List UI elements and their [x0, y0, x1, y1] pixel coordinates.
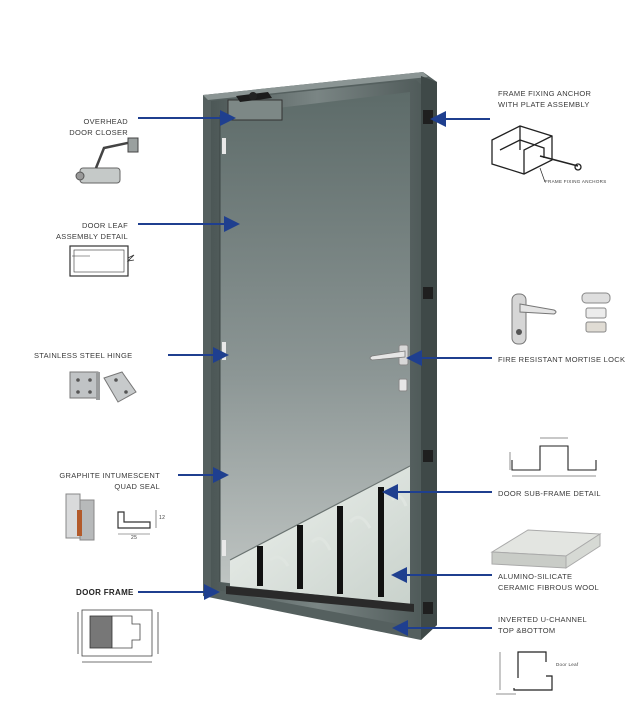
label-line: FRAME FIXING ANCHOR — [498, 89, 592, 98]
label-line: ALUMINO-SILICATE — [498, 572, 573, 581]
u-channel-drawing — [496, 651, 553, 695]
label-line: GRAPHITE INTUMESCENT — [59, 471, 160, 480]
label-line: CERAMIC FIBROUS WOOL — [498, 583, 600, 592]
label-line: DOOR FRAME — [76, 588, 134, 597]
label-line: DOOR LEAF — [81, 221, 128, 230]
label-line: ASSEMBLY DETAIL — [55, 232, 128, 241]
anchor-illustration — [491, 125, 582, 183]
label-ceramic-wool: ALUMINO-SILICATE CERAMIC FIBROUS WOOL — [498, 571, 599, 593]
label-door-frame: DOOR FRAME — [76, 587, 134, 598]
label-line: QUAD SEAL — [114, 482, 160, 491]
callout-anchors: FRAME FIXING ANCHORS — [545, 179, 607, 184]
label-line: STAINLESS STEEL HINGE — [34, 351, 133, 360]
ceramic-wool-illustration — [490, 529, 602, 569]
quad-seal-illustration — [65, 493, 157, 541]
label-door-leaf: DOOR LEAF ASSEMBLY DETAIL — [30, 220, 128, 242]
label-line: OVERHEAD — [83, 117, 128, 126]
label-line: DOOR CLOSER — [69, 128, 128, 137]
label-line: FIRE RESISTANT MORTISE LOCK — [498, 355, 626, 364]
lever-handle — [369, 344, 409, 392]
cutaway-ceramic-wool — [226, 465, 414, 612]
callout-seal-height: 12 — [159, 515, 166, 521]
leaf-assembly-drawing — [69, 245, 135, 277]
callout-seal-width: 25 — [131, 535, 138, 541]
subframe-drawing — [509, 437, 597, 477]
label-line: DOOR SUB-FRAME DETAIL — [498, 489, 601, 498]
label-frame-anchor: FRAME FIXING ANCHOR WITH PLATE ASSEMBLY — [498, 88, 591, 110]
label-line: WITH PLATE ASSEMBLY — [498, 100, 590, 109]
label-subframe: DOOR SUB-FRAME DETAIL — [498, 488, 601, 499]
label-u-channel: INVERTED U-CHANNEL TOP &BOTTOM — [498, 614, 587, 636]
frame-section-drawing — [77, 609, 159, 663]
hinge-illustration — [69, 371, 137, 403]
callout-arrows — [138, 110, 492, 636]
label-line: TOP &BOTTOM — [498, 626, 556, 635]
closer-illustration — [75, 137, 139, 184]
label-hinge: STAINLESS STEEL HINGE — [34, 350, 132, 361]
label-quad-seal: GRAPHITE INTUMESCENT QUAD SEAL — [28, 470, 160, 492]
lock-illustration — [511, 292, 611, 345]
label-mortise-lock: FIRE RESISTANT MORTISE LOCK — [498, 354, 625, 365]
callout-door-leaf: Door Leaf — [556, 662, 579, 667]
label-line: INVERTED U-CHANNEL — [498, 615, 588, 624]
label-overhead-closer: OVERHEAD DOOR CLOSER — [30, 116, 128, 138]
